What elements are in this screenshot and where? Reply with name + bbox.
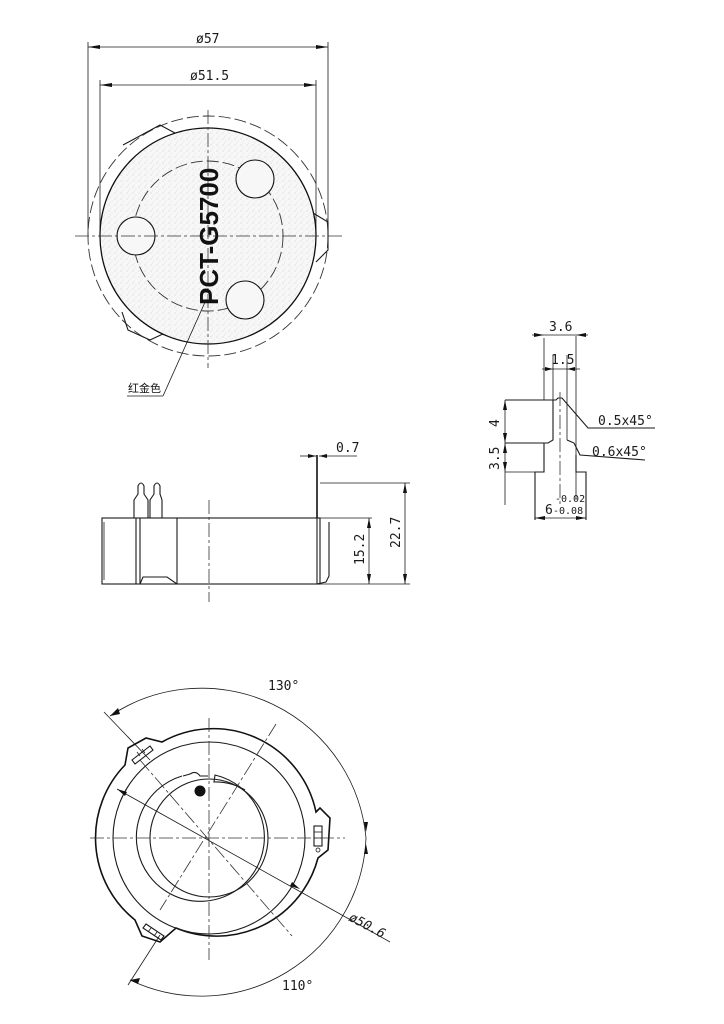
body-height-label: 15.2: [353, 534, 368, 565]
top-view: ø57 ø51.5 PCT-G5700 红金色: [75, 32, 342, 397]
pin-width-top-label: 3.6: [549, 320, 572, 335]
pin-height-lower-label: 3.5: [488, 447, 503, 470]
terminal-bottom-left: [142, 923, 165, 941]
pin-thickness-label: 0.7: [336, 441, 359, 456]
outer-diameter-label: ø57: [196, 32, 219, 47]
angle-top-label: 130°: [268, 679, 299, 694]
tolerance-lower-label: -0.08: [553, 506, 583, 517]
pin-height-upper-label: 4: [488, 419, 503, 427]
angle-bottom-label: 110°: [282, 979, 313, 994]
base-width-label: 6: [545, 503, 553, 518]
side-view: 0.7 15.2 22.7: [101, 441, 410, 602]
inner-diameter-label: ø51.5: [190, 69, 229, 84]
polarity-dot: [194, 785, 206, 797]
total-height-label: 22.7: [389, 517, 404, 548]
chamfer-lower-label: 0.6x45°: [592, 445, 647, 460]
pin-width-inner-label: 1.5: [551, 353, 574, 368]
tolerance-upper-label: -0.02: [555, 494, 585, 505]
diameter-label: ø50.6: [346, 910, 388, 942]
dimension-outer-diameter: ø57: [87, 32, 329, 235]
pin-detail-view: 3.6 1.5 4 3.5 0.5x45° 0.6x45° 6 -0.02 -0…: [488, 320, 655, 520]
part-number-label: PCT-G5700: [194, 168, 224, 305]
dimension-inner-diameter: ø51.5: [99, 69, 317, 235]
terminal-top-left: [131, 745, 154, 765]
terminal-right: [313, 825, 323, 853]
color-note-label: 红金色: [128, 381, 161, 395]
chamfer-upper-label: 0.5x45°: [598, 414, 653, 429]
bottom-view: 130° 110°: [90, 679, 391, 997]
